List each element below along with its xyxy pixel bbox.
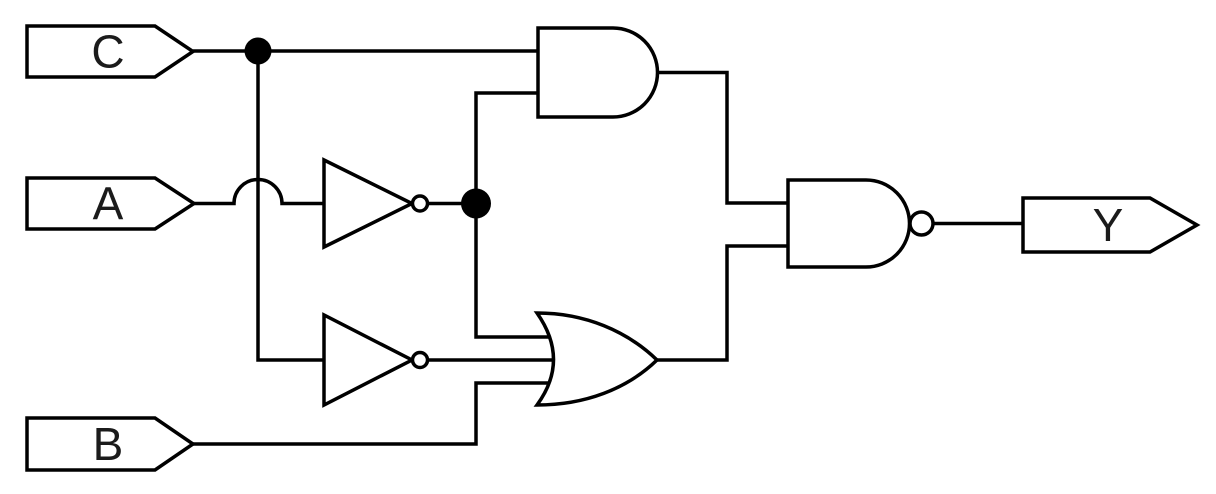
input-label-a: A — [93, 178, 124, 230]
not-gate-a-inverter-bubble — [410, 194, 430, 213]
wire-c-branch-to-not-c — [256, 51, 324, 362]
input-flag-b — [25, 416, 197, 472]
nand-gate — [786, 178, 935, 269]
input-terminal-a: A — [25, 176, 198, 231]
junction-dot-not-a — [461, 188, 491, 219]
not-gate-a — [322, 157, 430, 250]
input-label-b: B — [93, 418, 124, 470]
or-gate — [533, 311, 660, 407]
input-flag-a — [25, 176, 198, 231]
input-label-c: C — [91, 26, 124, 78]
output-terminal-y: Y — [1021, 196, 1201, 254]
input-terminal-b: B — [25, 416, 197, 472]
wire-a-to-not-a-with-hop — [194, 177, 324, 206]
wire-or-to-nand — [657, 244, 788, 362]
junction-dot-c — [244, 37, 272, 65]
schematic-layer: C A B — [25, 24, 1201, 472]
wire-and-to-nand — [657, 70, 788, 205]
and-gate — [536, 26, 660, 119]
not-gate-c-triangle — [322, 312, 416, 408]
wire-b-to-or — [193, 381, 551, 446]
input-terminal-c: C — [25, 24, 197, 79]
not-gate-a-triangle — [322, 157, 416, 250]
not-gate-c-inverter-bubble — [410, 350, 430, 370]
not-gate-c — [322, 312, 430, 408]
output-flag-y — [1021, 196, 1201, 254]
output-label-y: Y — [1093, 199, 1124, 251]
input-flag-c — [25, 24, 197, 79]
nand-gate-inverter-bubble — [908, 210, 935, 237]
nand-gate-body — [786, 178, 912, 269]
wire-junction-to-and-and-or — [474, 91, 551, 339]
